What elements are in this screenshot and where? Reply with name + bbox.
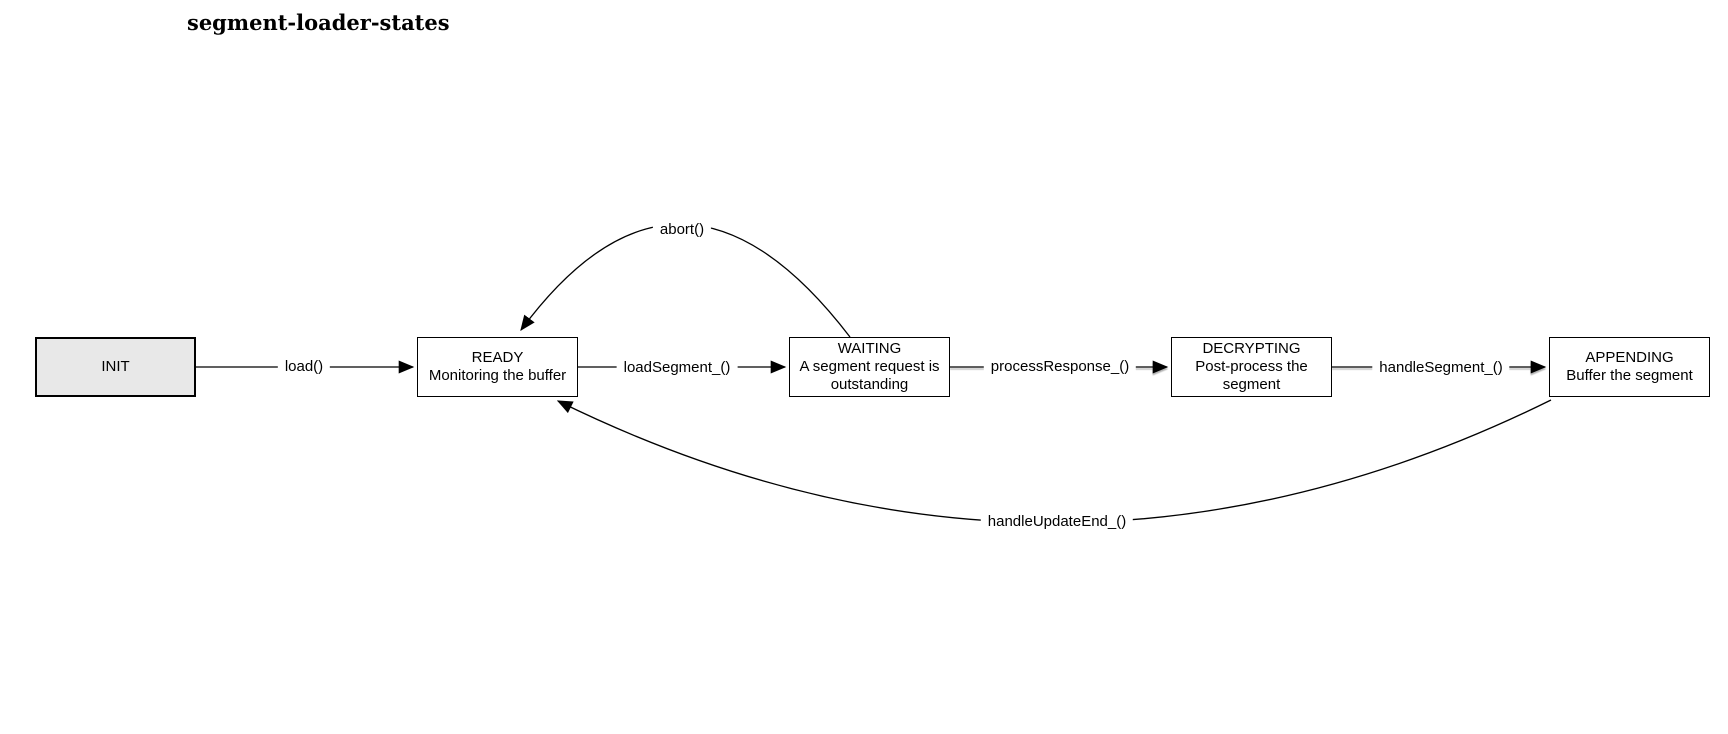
diagram-title: segment-loader-states [187,10,450,35]
arrow-abort [520,223,851,338]
state-ready: READY Monitoring the buffer [417,337,578,397]
state-name: APPENDING [1585,349,1674,366]
arrow-handle-update-end [556,399,1552,524]
transition-label-process-response: processResponse_() [983,358,1137,376]
transition-label-handle-segment: handleSegment_() [1372,359,1510,377]
transition-label-abort: abort() [652,221,712,239]
state-description: Monitoring the buffer [428,367,567,384]
state-name: INIT [101,358,130,375]
state-decrypting: DECRYPTING Post-process the segment [1171,337,1332,397]
transition-label-load: load() [277,358,331,376]
state-init: INIT [35,337,196,397]
state-description: Post-process the segment [1195,358,1308,393]
state-waiting: WAITING A segment request is outstanding [789,337,950,397]
state-name: DECRYPTING [1202,340,1301,357]
state-description: A segment request is outstanding [799,358,940,393]
state-description: Buffer the segment [1566,367,1693,384]
state-name: WAITING [837,340,902,357]
transition-label-load-segment: loadSegment_() [616,359,738,377]
state-appending: APPENDING Buffer the segment [1549,337,1710,397]
transition-label-handle-update-end: handleUpdateEnd_() [980,513,1134,531]
state-name: READY [471,349,524,366]
